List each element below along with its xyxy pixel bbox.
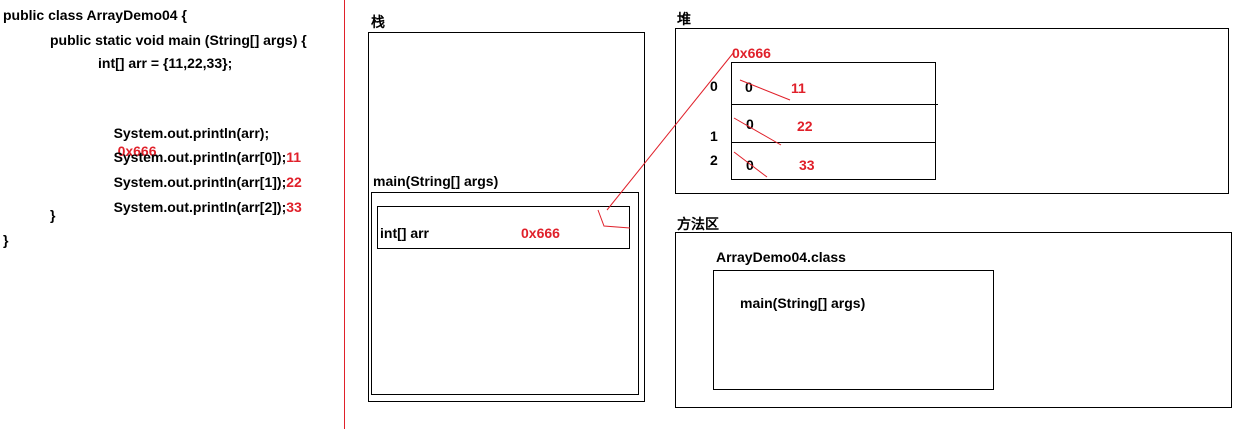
heap-index: 2 bbox=[710, 152, 718, 168]
code-line-print-arr0: System.out.println(arr[0]);11 bbox=[98, 130, 302, 184]
annotation-value: 11 bbox=[286, 149, 302, 165]
heap-array-box bbox=[731, 62, 936, 180]
reference-arrow-head bbox=[597, 209, 631, 229]
heap-index: 1 bbox=[710, 128, 718, 144]
strike-mark bbox=[733, 151, 768, 178]
method-label: main(String[] args) bbox=[740, 295, 866, 311]
code-line-close-class: } bbox=[3, 232, 9, 248]
code-line-close-method: } bbox=[50, 207, 56, 223]
code-line-class: public class ArrayDemo04 { bbox=[3, 7, 187, 23]
heap-assigned-value: 22 bbox=[797, 118, 813, 134]
code-text: System.out.println(arr[1]); bbox=[113, 174, 287, 190]
code-line-print-arr1: System.out.println(arr[1]);22 bbox=[98, 155, 302, 209]
divider-line bbox=[344, 0, 345, 429]
heap-assigned-value: 33 bbox=[799, 157, 815, 173]
code-line-array-init: int[] arr = {11,22,33}; bbox=[98, 55, 233, 71]
code-text: System.out.println(arr[0]); bbox=[113, 149, 287, 165]
code-text: System.out.println(arr[2]); bbox=[113, 199, 287, 215]
stack-box bbox=[368, 32, 645, 402]
method-area-title: 方法区 bbox=[677, 216, 719, 232]
class-box bbox=[713, 270, 994, 390]
stack-frame-label: main(String[] args) bbox=[373, 173, 499, 189]
heap-box bbox=[675, 28, 1229, 194]
heap-default-value: 0 bbox=[745, 79, 753, 95]
heap-cell-divider bbox=[731, 142, 936, 143]
annotation-address: 0x666 bbox=[117, 143, 157, 159]
heap-index: 0 bbox=[710, 78, 718, 94]
annotation-value: 33 bbox=[286, 199, 302, 215]
annotation-value: 22 bbox=[286, 174, 302, 190]
code-line-print-arr: System.out.println(arr); 0x666 bbox=[98, 106, 270, 178]
method-area-box bbox=[675, 232, 1232, 408]
stack-variable-value: 0x666 bbox=[521, 225, 560, 241]
heap-assigned-value: 11 bbox=[791, 80, 806, 96]
heap-title: 堆 bbox=[677, 11, 691, 27]
stack-frame-box bbox=[371, 192, 639, 395]
heap-default-value: 0 bbox=[746, 157, 754, 173]
heap-address: 0x666 bbox=[732, 45, 771, 61]
code-line-main: public static void main (String[] args) … bbox=[50, 32, 307, 48]
class-label: ArrayDemo04.class bbox=[716, 249, 846, 265]
reference-arrow-line bbox=[606, 51, 735, 211]
strike-mark bbox=[733, 117, 782, 146]
code-line-print-arr2: System.out.println(arr[2]);33 bbox=[98, 180, 302, 234]
stack-title: 栈 bbox=[371, 14, 385, 30]
stack-variable-name: int[] arr bbox=[380, 225, 429, 241]
strike-mark bbox=[739, 79, 791, 101]
code-text: System.out.println(arr); bbox=[113, 125, 270, 141]
heap-cell-divider bbox=[731, 104, 938, 105]
heap-default-value: 0 bbox=[746, 116, 754, 132]
